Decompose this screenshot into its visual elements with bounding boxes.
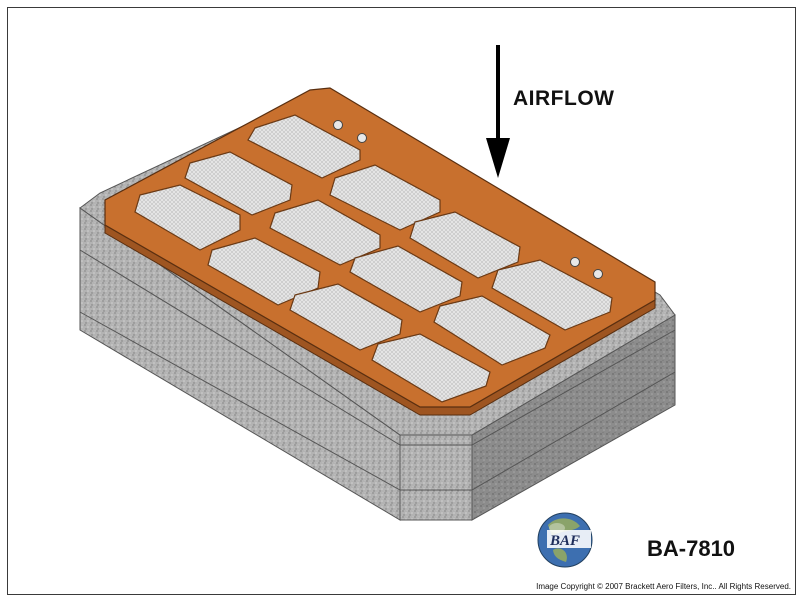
copyright-notice: Image Copyright © 2007 Brackett Aero Fil…	[536, 582, 791, 591]
foam-layer-line	[79, 311, 676, 491]
mesh-window	[409, 211, 521, 279]
mesh-window	[134, 184, 241, 251]
mesh-window	[371, 333, 491, 403]
foam-layer-line	[79, 249, 676, 446]
fastener-group	[333, 120, 603, 279]
mesh-window	[207, 237, 321, 306]
airflow-label: AIRFLOW	[513, 87, 615, 110]
baf-logo-icon: BAF	[537, 512, 593, 568]
mesh-windows	[134, 114, 613, 403]
fastener-icon	[570, 257, 580, 267]
part-number: BA-7810	[647, 536, 736, 561]
mesh-window	[247, 114, 361, 179]
foam-corner-face	[399, 434, 473, 521]
diagram-border	[7, 7, 796, 595]
mesh-window	[491, 259, 613, 331]
mesh-window	[184, 151, 293, 216]
mesh-window	[269, 199, 381, 266]
mesh-window	[349, 245, 463, 313]
mesh-window	[329, 164, 441, 231]
mesh-window	[289, 283, 403, 351]
logo-text: BAF	[549, 533, 580, 549]
airflow-arrow-icon	[486, 45, 510, 178]
fastener-icon	[333, 120, 343, 130]
mesh-window	[433, 295, 551, 366]
fastener-icon	[357, 133, 367, 143]
fastener-icon	[593, 269, 603, 279]
